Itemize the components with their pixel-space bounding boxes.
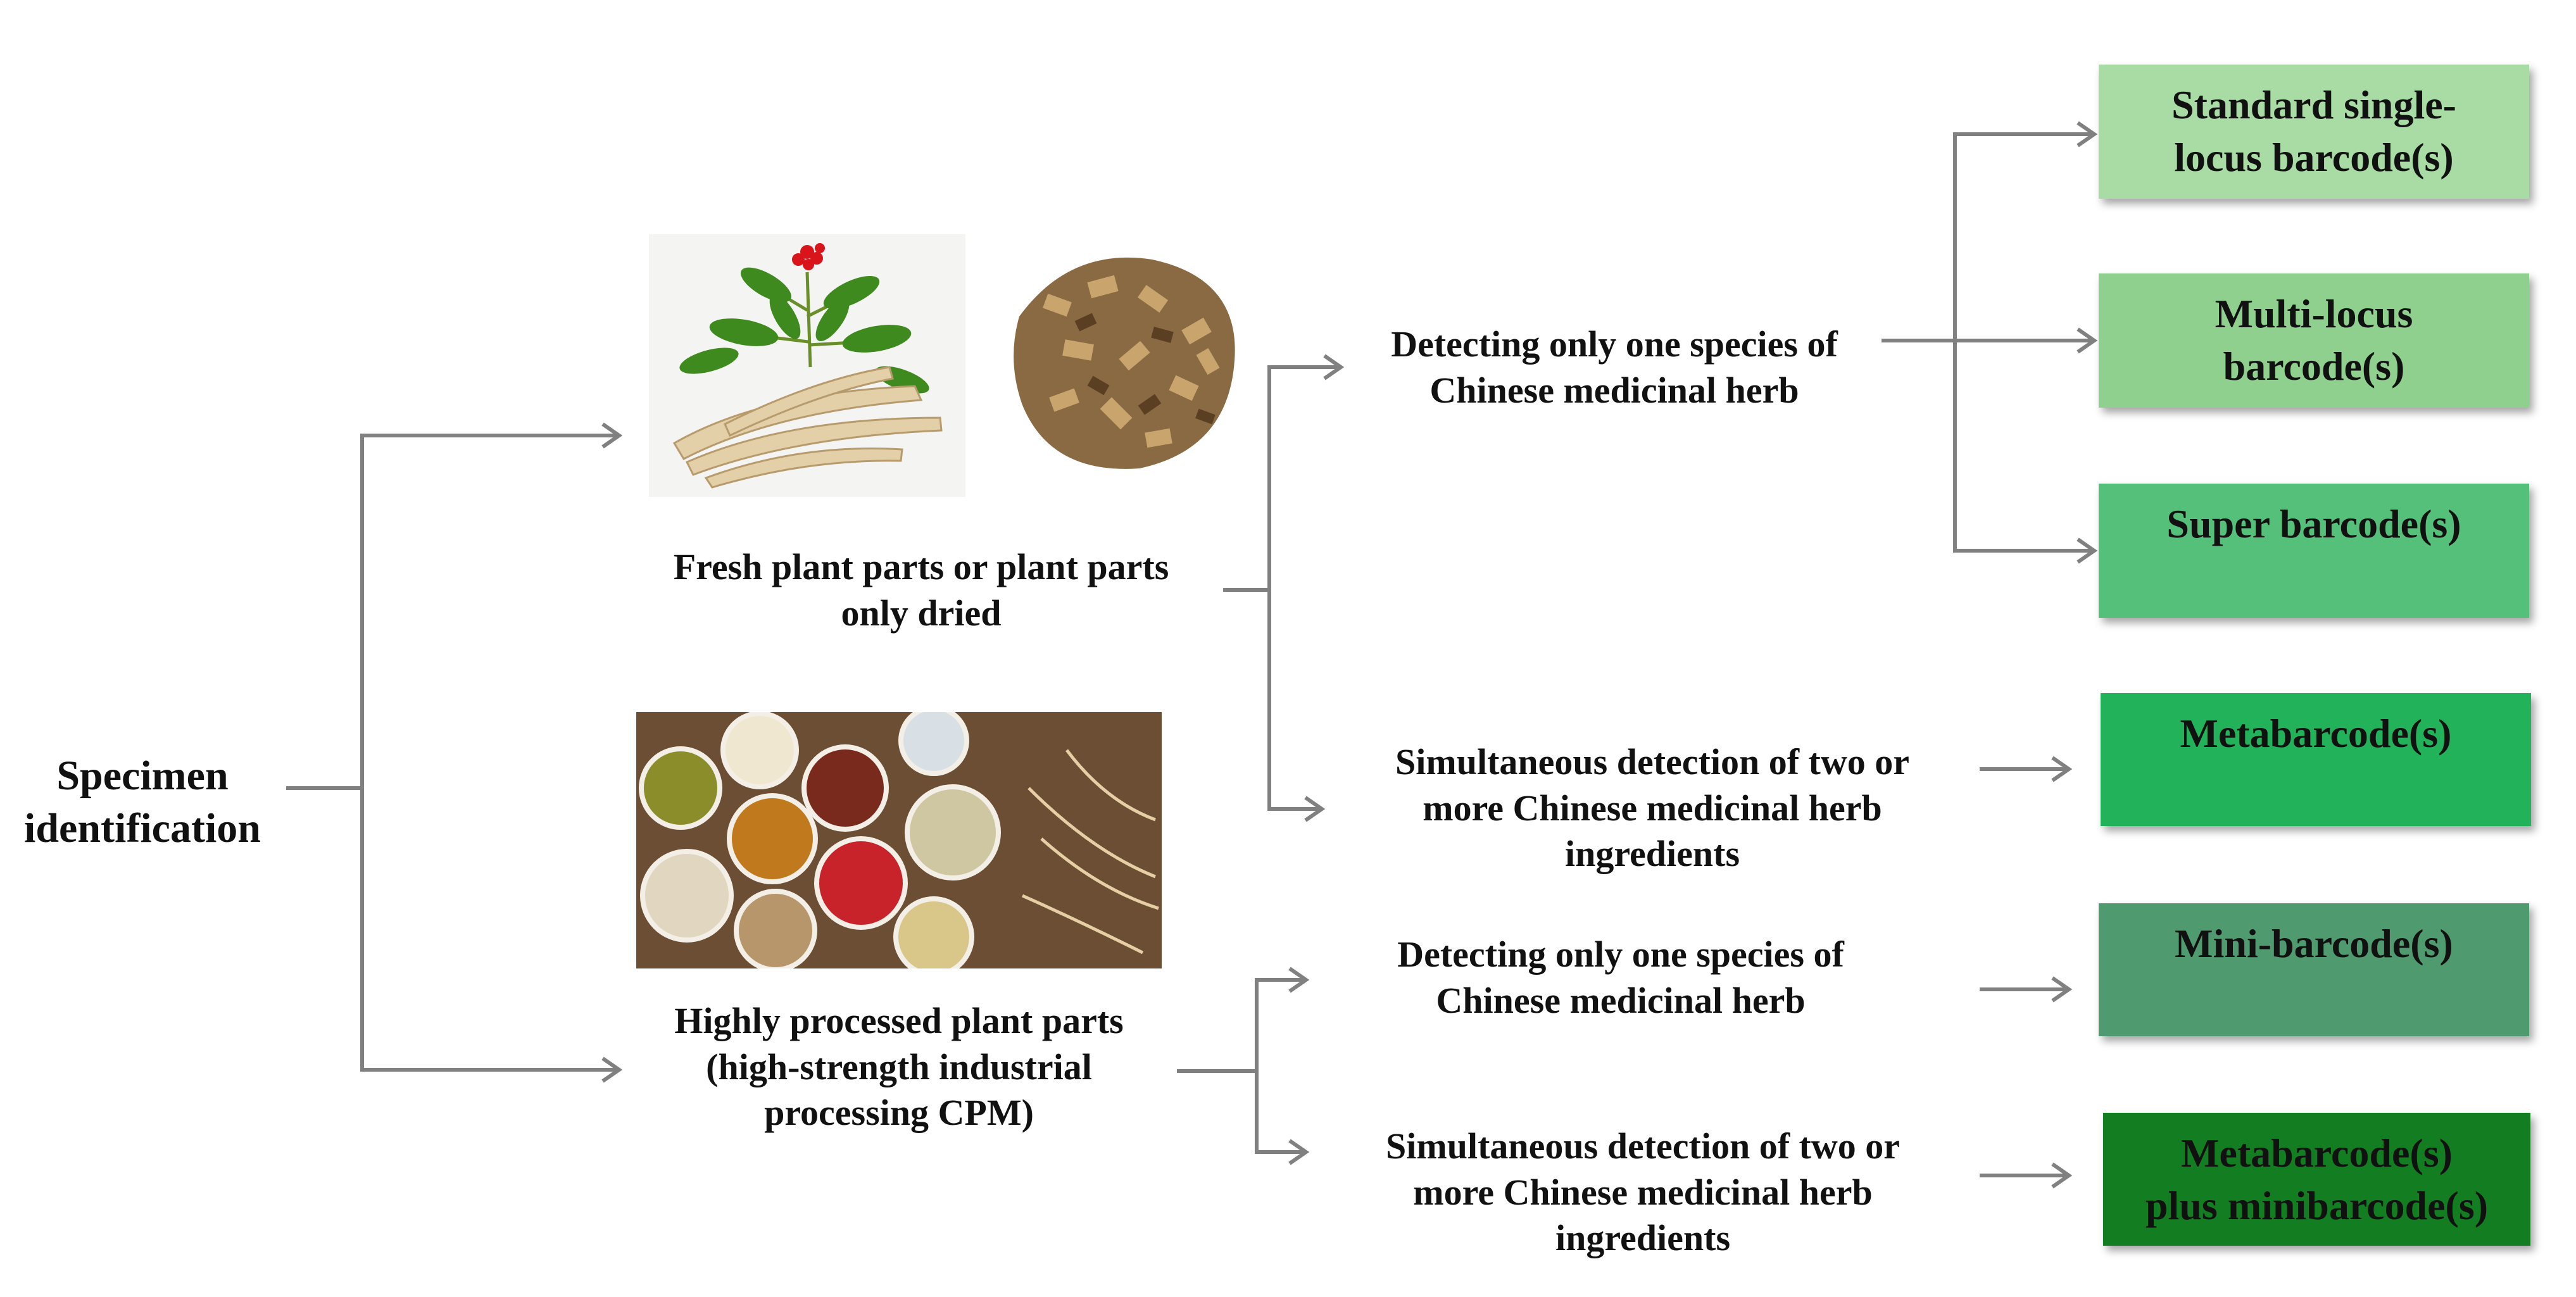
barcode-box-mini-barcode: Mini-barcode(s): [2099, 903, 2529, 1036]
ginseng-plant-image: [649, 234, 965, 497]
barcode-label: Super barcode(s): [2166, 501, 2461, 546]
barcode-label: Metabarcode(s): [2180, 711, 2452, 756]
arrowhead: [601, 1056, 623, 1083]
arrowhead: [2077, 537, 2098, 564]
barcode-label: Mini-barcode(s): [2175, 921, 2453, 966]
arrowhead: [1288, 967, 1310, 993]
arrowhead: [2077, 121, 2098, 147]
branch-label-processed: Highly processed plant parts (high-stren…: [674, 1000, 1124, 1133]
barcode-label: Multi-locus barcode(s): [2215, 291, 2413, 389]
barcode-label: Standard single- locus barcode(s): [2171, 82, 2456, 180]
arrowhead: [2051, 756, 2073, 782]
herb-bowls-image: [636, 712, 1162, 968]
dried-root-slices-image: [994, 241, 1253, 484]
arrowhead: [1323, 354, 1345, 380]
arrowhead: [1288, 1139, 1310, 1165]
barcode-box-standard-single-locus: Standard single- locus barcode(s): [2099, 65, 2529, 199]
barcode-box-super: Super barcode(s): [2099, 484, 2529, 618]
arrowhead: [1304, 796, 1326, 822]
barcode-box-metabarcode: Metabarcode(s): [2101, 693, 2531, 826]
branch-label-fresh: Fresh plant parts or plant parts only dr…: [673, 546, 1169, 634]
arrowhead: [2051, 1162, 2073, 1189]
detection-fresh-multi: Simultaneous detection of two or more Ch…: [1395, 741, 1909, 874]
detection-processed-multi: Simultaneous detection of two or more Ch…: [1386, 1125, 1900, 1258]
root-label-specimen-identification: Specimen identification: [24, 753, 261, 851]
arrowhead: [2051, 976, 2073, 1003]
arrowhead: [2077, 327, 2098, 354]
barcode-box-multi-locus: Multi-locus barcode(s): [2099, 273, 2529, 408]
arrowhead: [601, 422, 623, 449]
detection-fresh-single: Detecting only one species of Chinese me…: [1391, 323, 1838, 411]
detection-processed-single: Detecting only one species of Chinese me…: [1397, 934, 1844, 1021]
barcode-box-meta-plus-mini: Metabarcode(s) plus minibarcode(s): [2103, 1113, 2530, 1246]
barcode-label: Metabarcode(s) plus minibarcode(s): [2145, 1130, 2489, 1228]
